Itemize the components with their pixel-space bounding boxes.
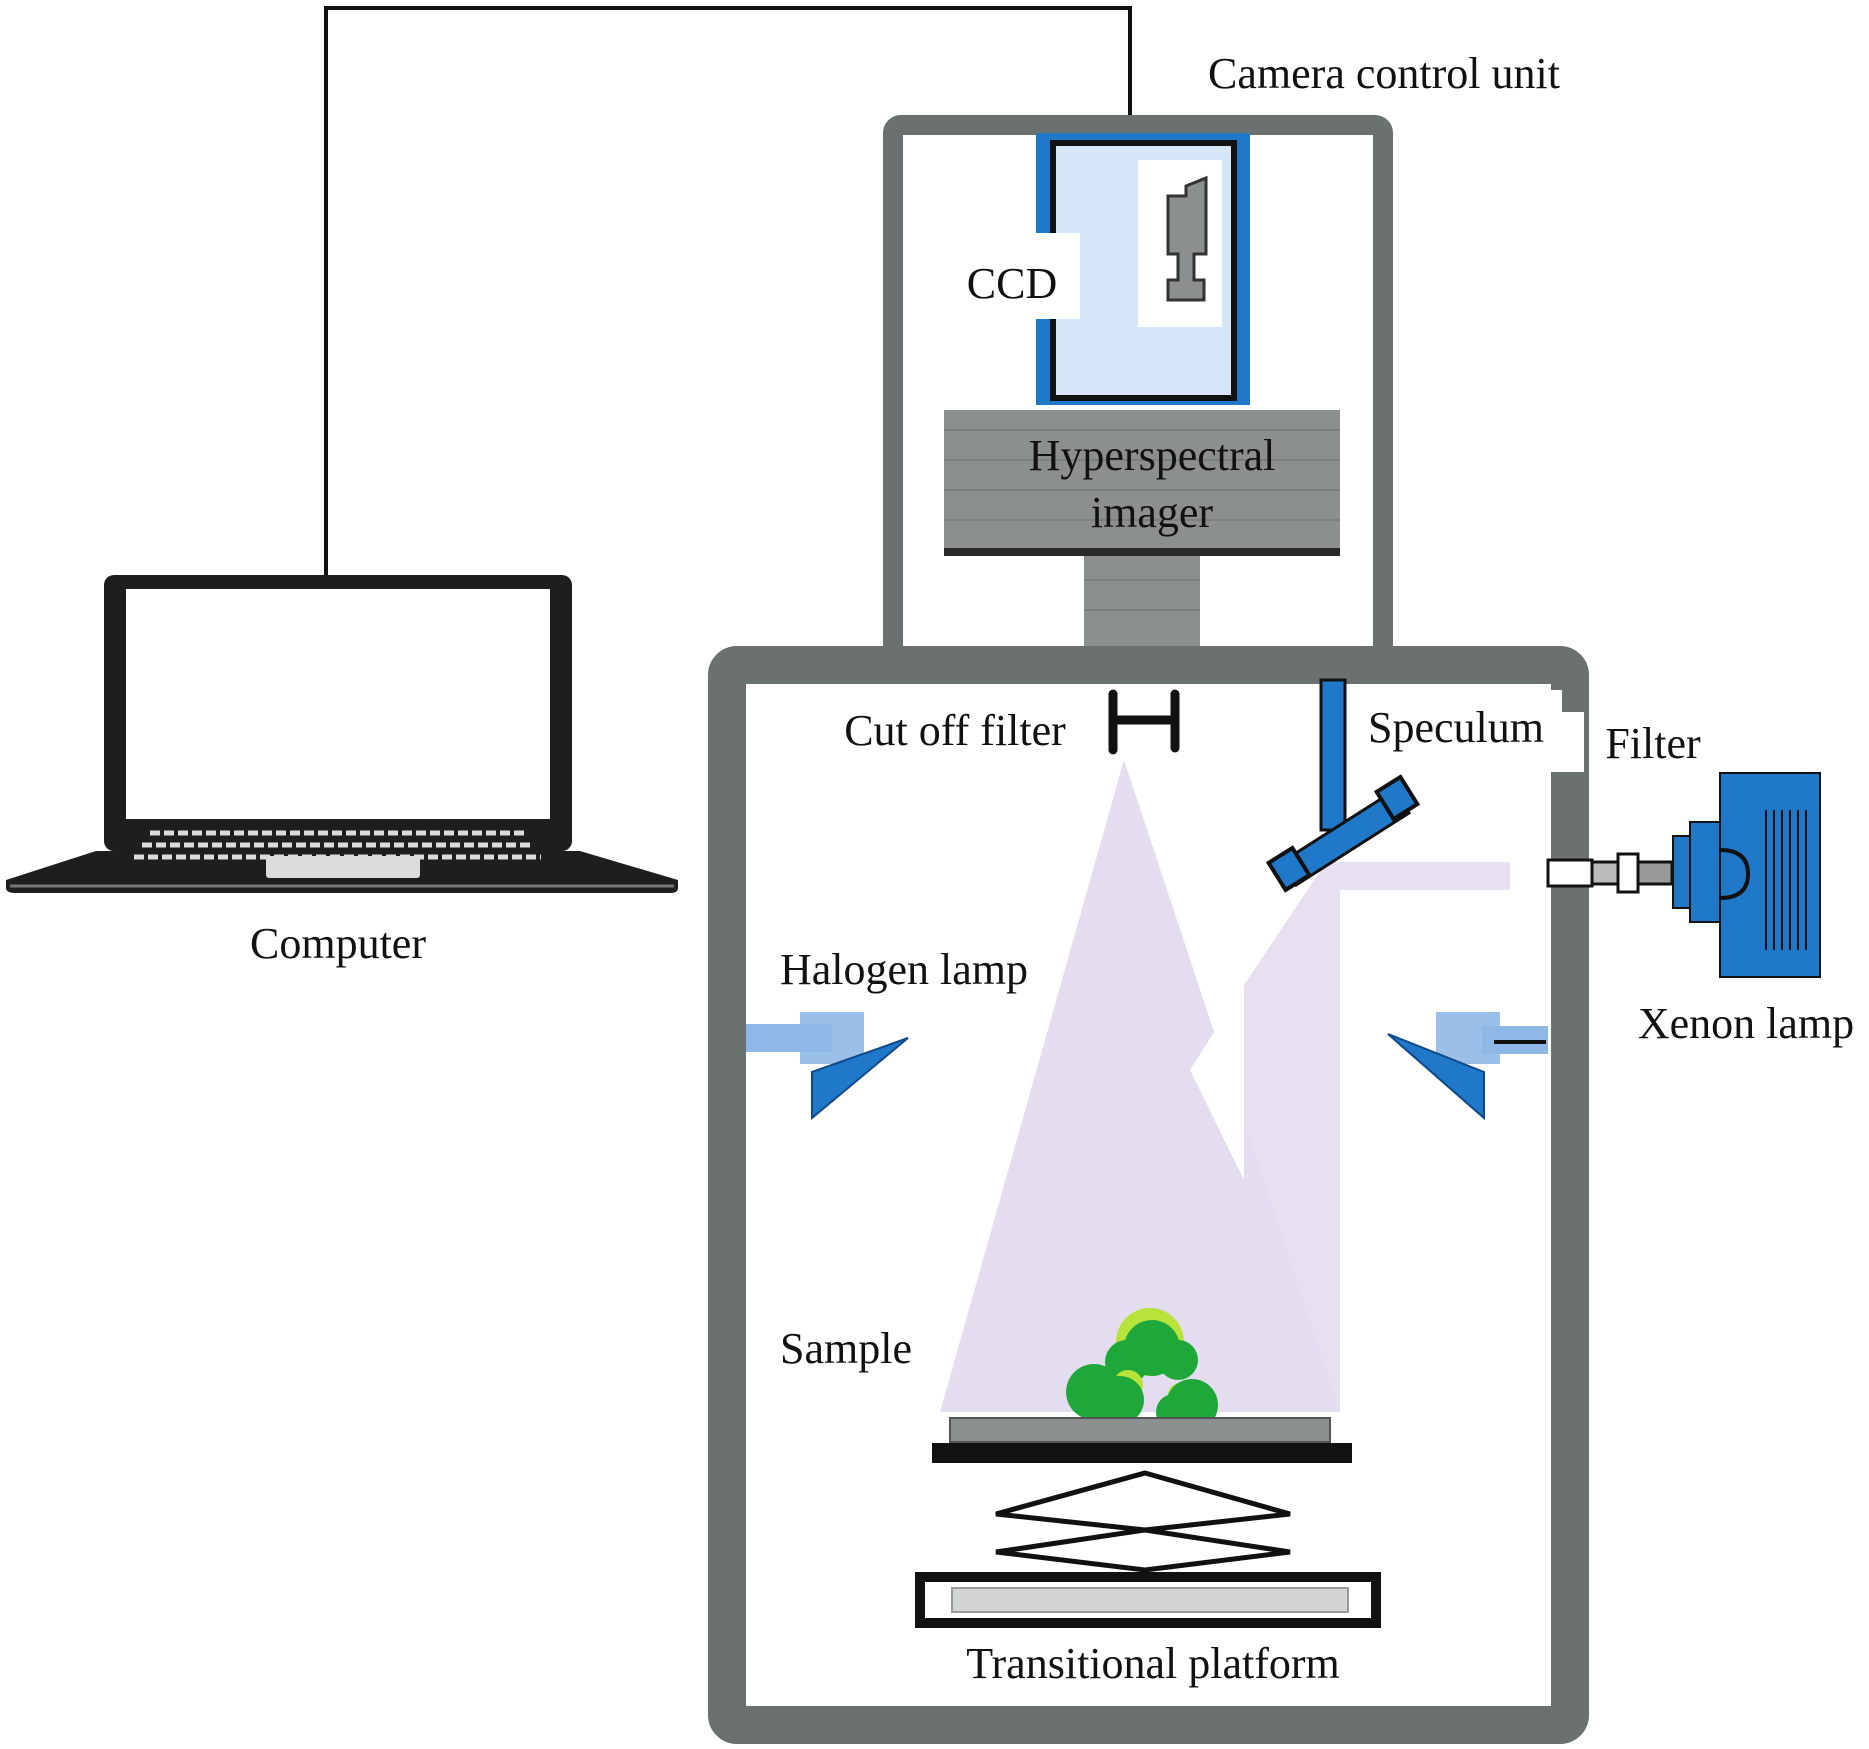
camera-icon bbox=[1166, 175, 1208, 302]
cut-off-filter bbox=[1108, 689, 1180, 755]
label-filter: Filter bbox=[1605, 719, 1701, 768]
label-halogen-lamp: Halogen lamp bbox=[780, 945, 1028, 994]
label-imager-line1: Hyperspectral bbox=[1029, 431, 1276, 480]
xenon-reflected-beam bbox=[1244, 862, 1510, 1412]
ccd-sensor bbox=[950, 133, 1250, 405]
halogen-lamp-right bbox=[1387, 1012, 1548, 1121]
imager-lens-tube bbox=[1084, 556, 1200, 646]
transitional-platform bbox=[915, 1417, 1381, 1628]
label-computer: Computer bbox=[250, 919, 426, 968]
reflected-light-notch bbox=[1190, 985, 1244, 1180]
ccd-label-box bbox=[950, 233, 1080, 319]
xenon-lamp bbox=[1672, 772, 1821, 978]
speculum-label-box bbox=[1350, 690, 1562, 752]
label-sample: Sample bbox=[780, 1324, 912, 1373]
dark-box-enclosure bbox=[708, 646, 1589, 1744]
halogen-light-cone bbox=[940, 760, 1340, 1412]
label-imager-line2: imager bbox=[1091, 488, 1214, 537]
label-camera-control-unit: Camera control unit bbox=[1208, 49, 1560, 98]
laptop-screen bbox=[126, 589, 550, 819]
speculum-mirror bbox=[1265, 678, 1421, 893]
label-xenon-lamp: Xenon lamp bbox=[1638, 999, 1854, 1048]
computer-cable bbox=[324, 6, 1132, 580]
laptop-trackpad bbox=[266, 856, 420, 878]
label-transitional-platform: Transitional platform bbox=[966, 1639, 1340, 1688]
label-cut-off-filter: Cut off filter bbox=[844, 706, 1066, 755]
xenon-lamp-filter bbox=[1546, 852, 1674, 894]
hyperspectral-imager bbox=[944, 410, 1340, 646]
label-speculum: Speculum bbox=[1368, 703, 1544, 752]
label-ccd: CCD bbox=[967, 259, 1057, 308]
computer-laptop bbox=[6, 575, 678, 893]
halogen-lamp-left bbox=[746, 1012, 909, 1121]
